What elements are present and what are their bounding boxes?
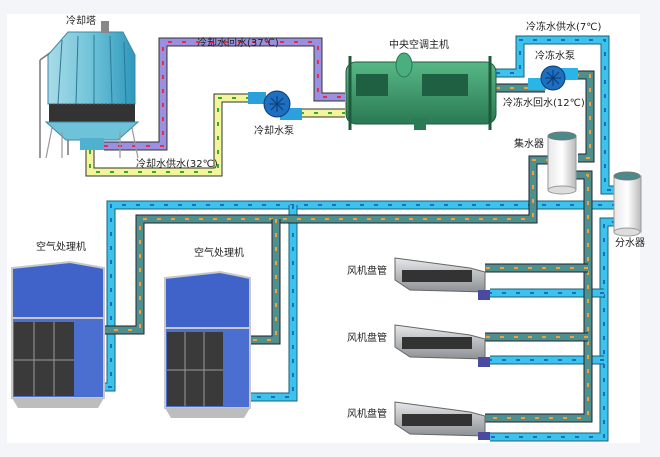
ahu-1-label: 空气处理机 [36, 240, 86, 253]
ahu-2-label: 空气处理机 [194, 246, 244, 259]
fan-coil-unit-1 [394, 257, 490, 300]
distributor-label: 分水器 [615, 237, 645, 249]
cooling-return-pipe [104, 37, 345, 151]
collector-label: 集水器 [514, 137, 544, 150]
air-handling-unit-1 [11, 260, 105, 408]
air-handling-unit-2 [164, 270, 251, 418]
water-distributor [613, 171, 642, 237]
fcu-1-label: 风机盘管 [347, 264, 387, 277]
fan-coil-unit-2 [394, 324, 490, 367]
water-collector [547, 131, 577, 195]
cooling-supply-pipe [85, 93, 345, 177]
fan-coil-unit-3 [394, 401, 490, 440]
cooling-return-label: 冷却水回水(37℃) [197, 36, 279, 49]
cooling-pump [248, 90, 302, 120]
chilled-return-pipe [80, 70, 595, 423]
chilled-return-label: 冷冻水回水(12℃) [503, 96, 585, 109]
chilled-pump-label: 冷冻水泵 [535, 49, 575, 62]
chilled-supply-label: 冷冻水供水(7℃) [526, 20, 601, 33]
fcu-3-label: 风机盘管 [347, 407, 387, 420]
cooling-tower-label: 冷却塔 [66, 14, 96, 27]
chiller-label: 中央空调主机 [389, 38, 449, 51]
cooling-supply-label: 冷却水供水(32℃) [136, 157, 218, 170]
chiller [345, 52, 497, 130]
cooling-pump-label: 冷却水泵 [254, 124, 294, 137]
cooling-tower: 冷却塔 [39, 14, 140, 159]
chilled-pump [528, 65, 578, 91]
fcu-2-label: 风机盘管 [347, 331, 387, 344]
